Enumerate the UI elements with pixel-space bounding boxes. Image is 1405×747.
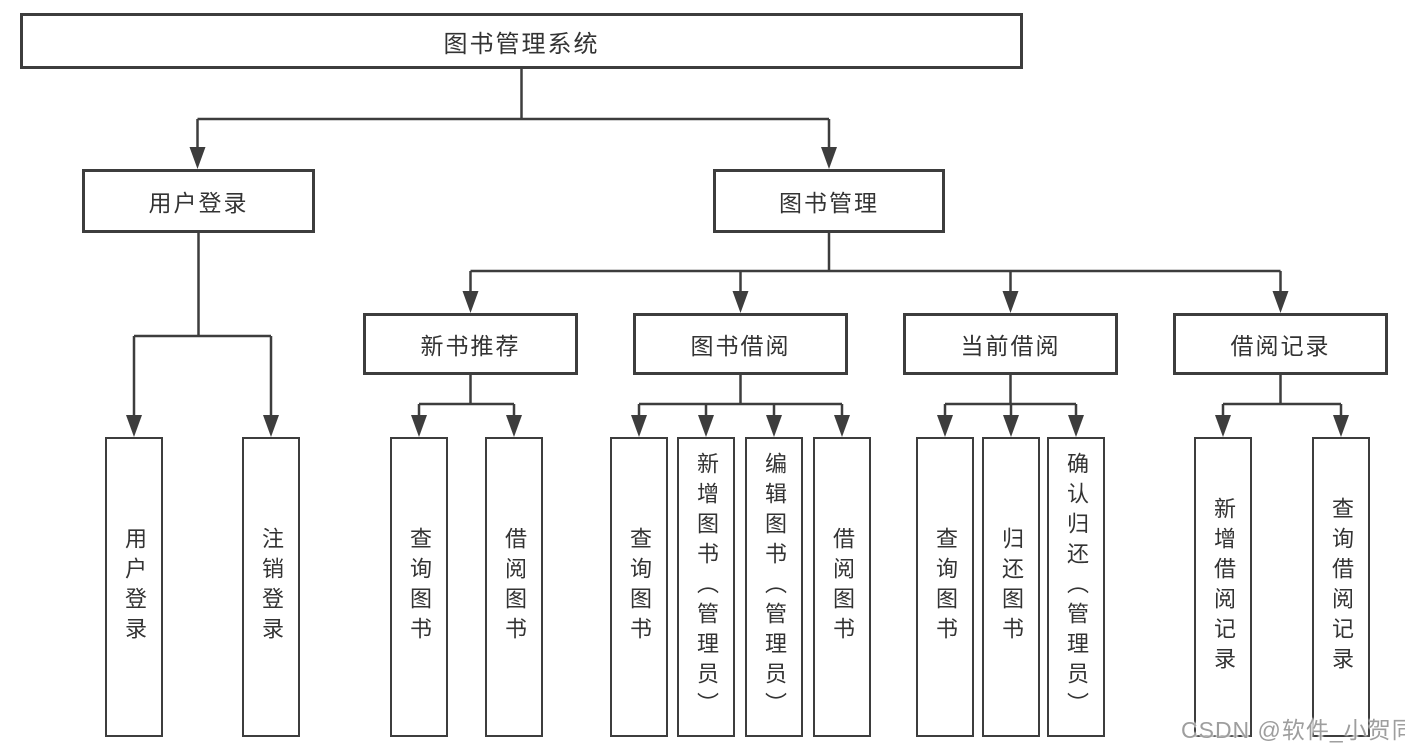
node-label: 图书借阅: [690, 333, 791, 359]
leaf-edit-book-admin: 编辑图书（管理员）: [745, 437, 803, 737]
node-label: 借阅图书: [830, 527, 855, 647]
node-label: 归还图书: [999, 527, 1024, 647]
node-user-login: 用户登录: [82, 169, 315, 233]
node-library-management-system: 图书管理系统: [20, 13, 1023, 69]
node-book-borrowing: 图书借阅: [633, 313, 848, 375]
leaf-borrow-books-borrowing: 借阅图书: [813, 437, 871, 737]
node-label: 编辑图书（管理员）: [762, 452, 787, 722]
leaf-user-login: 用户登录: [105, 437, 163, 737]
leaf-return-books: 归还图书: [982, 437, 1040, 737]
node-current-borrowing: 当前借阅: [903, 313, 1118, 375]
node-borrowing-records: 借阅记录: [1173, 313, 1388, 375]
node-label: 查询借阅记录: [1329, 497, 1354, 677]
leaf-borrow-books-recommend: 借阅图书: [485, 437, 543, 737]
node-book-management: 图书管理: [713, 169, 945, 233]
leaf-query-books-current: 查询图书: [916, 437, 974, 737]
node-label: 图书管理系统: [443, 30, 600, 58]
node-label: 新增图书（管理员）: [694, 452, 719, 722]
node-label: 查询图书: [627, 527, 652, 647]
node-label: 确认归还（管理员）: [1064, 452, 1089, 722]
node-label: 查询图书: [933, 527, 958, 647]
leaf-logout: 注销登录: [242, 437, 300, 737]
node-label: 借阅记录: [1230, 333, 1331, 359]
node-label: 借阅图书: [502, 527, 527, 647]
node-label: 用户登录: [148, 190, 249, 216]
leaf-query-books-recommend: 查询图书: [390, 437, 448, 737]
csdn-watermark: CSDN @软件_小贺同学: [1181, 717, 1405, 743]
node-label: 新增借阅记录: [1211, 497, 1236, 677]
node-label: 图书管理: [779, 190, 879, 216]
leaf-add-borrow-record: 新增借阅记录: [1194, 437, 1252, 737]
node-label: 用户登录: [122, 527, 147, 647]
node-label: 新书推荐: [420, 333, 521, 359]
node-label: 当前借阅: [960, 333, 1061, 359]
node-label: 查询图书: [407, 527, 432, 647]
leaf-query-books-borrowing: 查询图书: [610, 437, 668, 737]
node-label: 注销登录: [259, 527, 284, 647]
leaf-query-borrow-record: 查询借阅记录: [1312, 437, 1370, 737]
leaf-confirm-return-admin: 确认归还（管理员）: [1047, 437, 1105, 737]
leaf-add-book-admin: 新增图书（管理员）: [677, 437, 735, 737]
node-new-book-recommendation: 新书推荐: [363, 313, 578, 375]
